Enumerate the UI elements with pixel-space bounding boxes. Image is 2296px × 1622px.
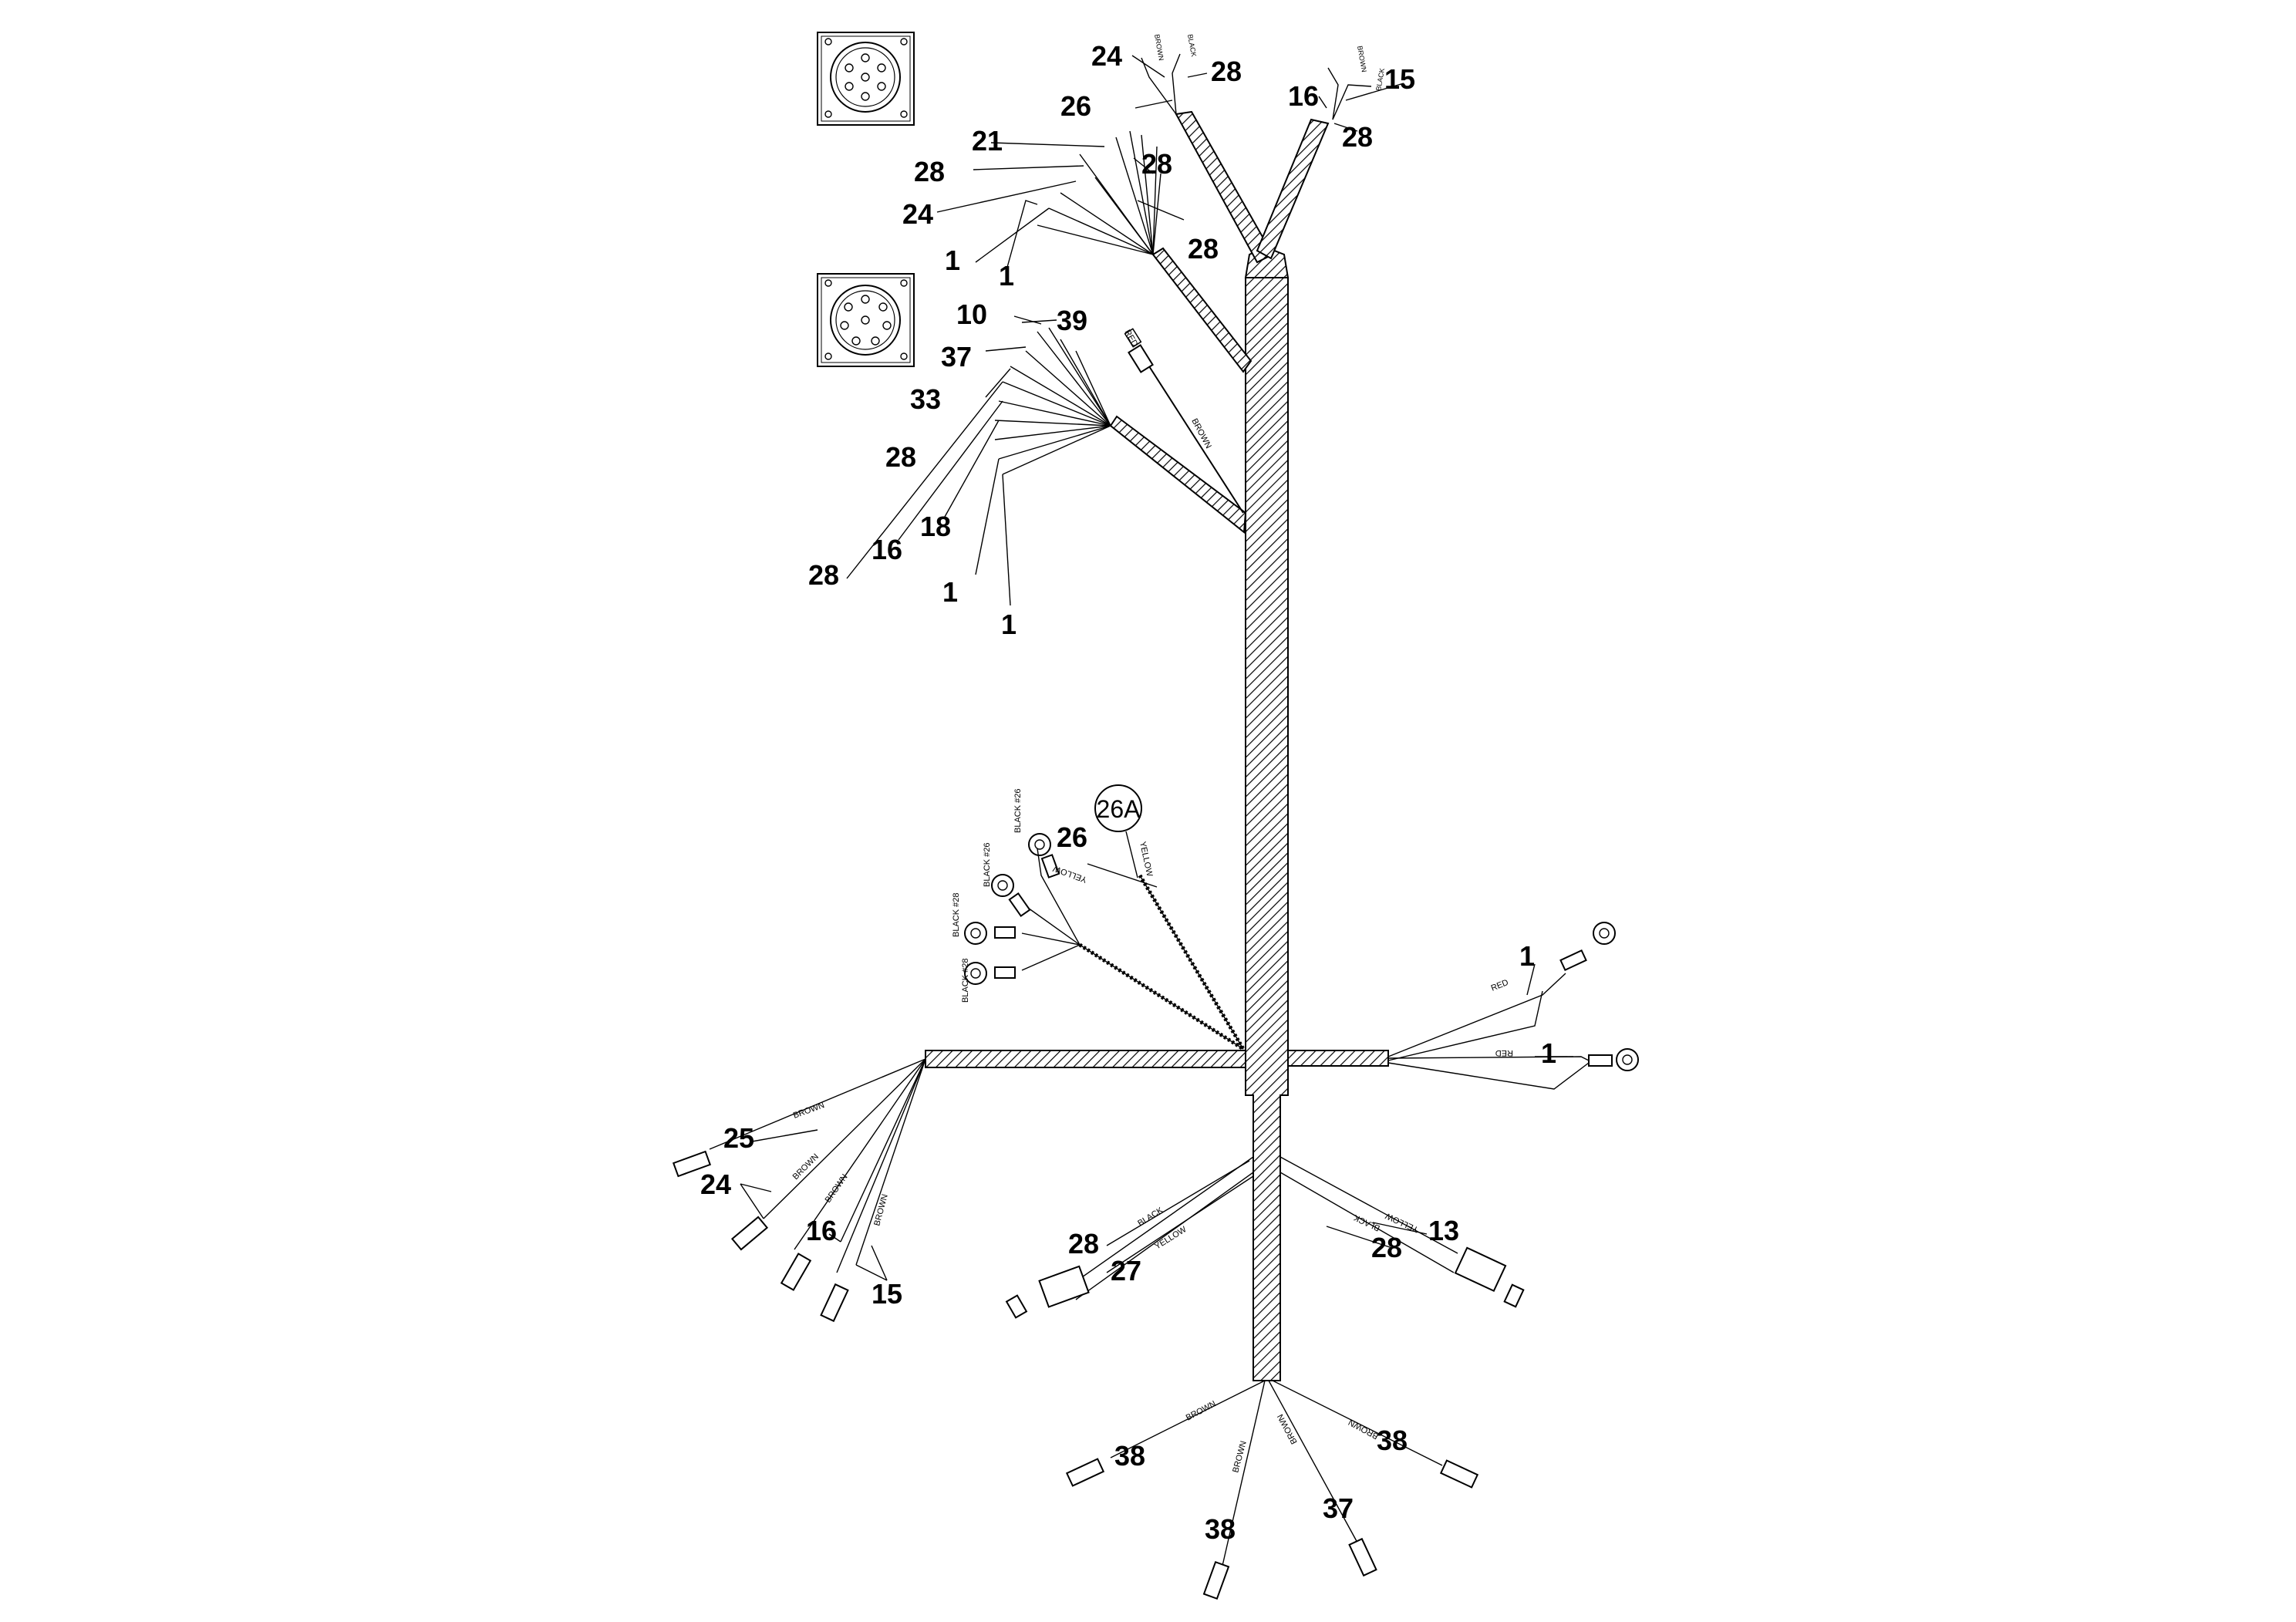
callout: 1: [999, 260, 1014, 292]
wire-fan-bottom-middle: [1071, 1156, 1458, 1300]
callout: 1: [1519, 940, 1535, 972]
wire-fan-connector-2: [994, 327, 1111, 475]
wire-label-brown-25: BROWN: [792, 1101, 826, 1121]
connector-face-2: [817, 273, 915, 367]
circled-callout-26a: 26A: [1094, 784, 1142, 878]
wire-label-brown-16: BROWN: [824, 1172, 850, 1204]
callout: 15: [1384, 63, 1415, 95]
callout: 24: [1091, 40, 1122, 72]
leader-lines: [740, 55, 1573, 1281]
connector-face-1: [817, 32, 915, 126]
callout: 28: [1188, 233, 1219, 265]
wire-label-black-26b: BLACK #26: [983, 843, 992, 887]
callout: 38: [1377, 1425, 1408, 1456]
callout: 28: [1068, 1228, 1099, 1259]
callout: 1: [942, 576, 958, 608]
callout: 28: [1371, 1232, 1402, 1263]
callout: 26: [1060, 90, 1091, 122]
probe-wire: [1124, 328, 1244, 514]
callout-26a: 26A: [1097, 795, 1141, 823]
wire-label-red-1: RED: [1490, 978, 1510, 993]
callout: 15: [872, 1278, 902, 1310]
main-trunk: [1245, 277, 1289, 1381]
callout: 28: [1342, 121, 1373, 153]
callout: 25: [723, 1122, 754, 1154]
wire-fan-bottom: [1110, 1380, 1443, 1566]
callout: 24: [902, 198, 933, 230]
plug-terminals-left: [672, 1150, 849, 1323]
wire-label-black-26: BLACK #26: [1013, 789, 1023, 833]
connectors-bottom-middle: [1005, 1246, 1525, 1319]
ring-terminals-left: [964, 833, 1060, 985]
callout: 16: [1288, 80, 1319, 112]
callout: 26: [1057, 821, 1087, 853]
wire-label-black-28b: BLACK #28: [961, 959, 970, 1003]
callout: 16: [806, 1215, 837, 1246]
callout: 21: [972, 125, 1003, 157]
wire-fan-connector-1: [1037, 130, 1161, 255]
callout: 1: [1001, 609, 1017, 640]
branch-left-horizontal: [925, 1050, 1246, 1068]
plug-terminals-bottom: [1065, 1458, 1479, 1600]
harness-bundles: [925, 110, 1389, 1381]
ground-lug-branch: [1021, 848, 1246, 1051]
wire-fan-top-left: [1141, 53, 1372, 120]
callout: 28: [1211, 56, 1242, 87]
branch-top-right: [1256, 118, 1330, 260]
wire-label-red-probe: RED: [1122, 329, 1139, 349]
callout: 28: [914, 156, 945, 187]
wire-label-brown-38b: BROWN: [1231, 1440, 1249, 1474]
wire-label-yellow-26: YELLOW: [1051, 863, 1088, 884]
branch-right-horizontal: [1287, 1050, 1389, 1067]
callout: 37: [1323, 1492, 1354, 1524]
wire-label-red-2: RED: [1495, 1048, 1513, 1057]
callout: 28: [808, 559, 839, 591]
callout: 1: [945, 244, 960, 276]
right-red-wires: [1387, 922, 1639, 1090]
callout: 39: [1057, 305, 1087, 336]
callout: 13: [1428, 1215, 1459, 1246]
callout: 24: [700, 1168, 731, 1200]
wire-label-black-top: BLACK: [1186, 34, 1198, 58]
wire-label-black-13: BLACK: [1352, 1212, 1381, 1233]
callout: 18: [920, 511, 951, 542]
branch-connector-1: [1151, 247, 1253, 373]
wire-label-brown-38c: BROWN: [1347, 1418, 1380, 1441]
callout: 38: [1205, 1513, 1236, 1545]
callout: 38: [1114, 1440, 1145, 1472]
callout-numbers: 24 28 26 16 15 28 21 28 28 24 28 1 1 10 …: [700, 40, 1556, 1545]
wire-label-black-28a: BLACK #28: [952, 893, 961, 937]
wire-label-brown-38a: BROWN: [1185, 1399, 1218, 1422]
wire-fan-left-bottom: [709, 1058, 926, 1273]
wire-label-yellow-26a: YELLOW: [1138, 841, 1154, 878]
callout: 16: [872, 534, 902, 565]
callout: 37: [941, 341, 972, 373]
callout: 1: [1541, 1037, 1556, 1069]
wire-label-black-28: BLACK: [1136, 1206, 1165, 1229]
callout: 28: [1141, 148, 1172, 180]
callout: 28: [885, 441, 916, 473]
wire-label-top-right-a: BROWN: [1356, 46, 1368, 73]
callout: 27: [1111, 1255, 1141, 1286]
wire-label-brown-top: BROWN: [1153, 34, 1165, 62]
branch-connector-2: [1109, 415, 1247, 534]
callout: 10: [956, 298, 987, 330]
wire-label-yellow-13: YELLOW: [1384, 1211, 1420, 1235]
callout: 33: [910, 383, 941, 415]
